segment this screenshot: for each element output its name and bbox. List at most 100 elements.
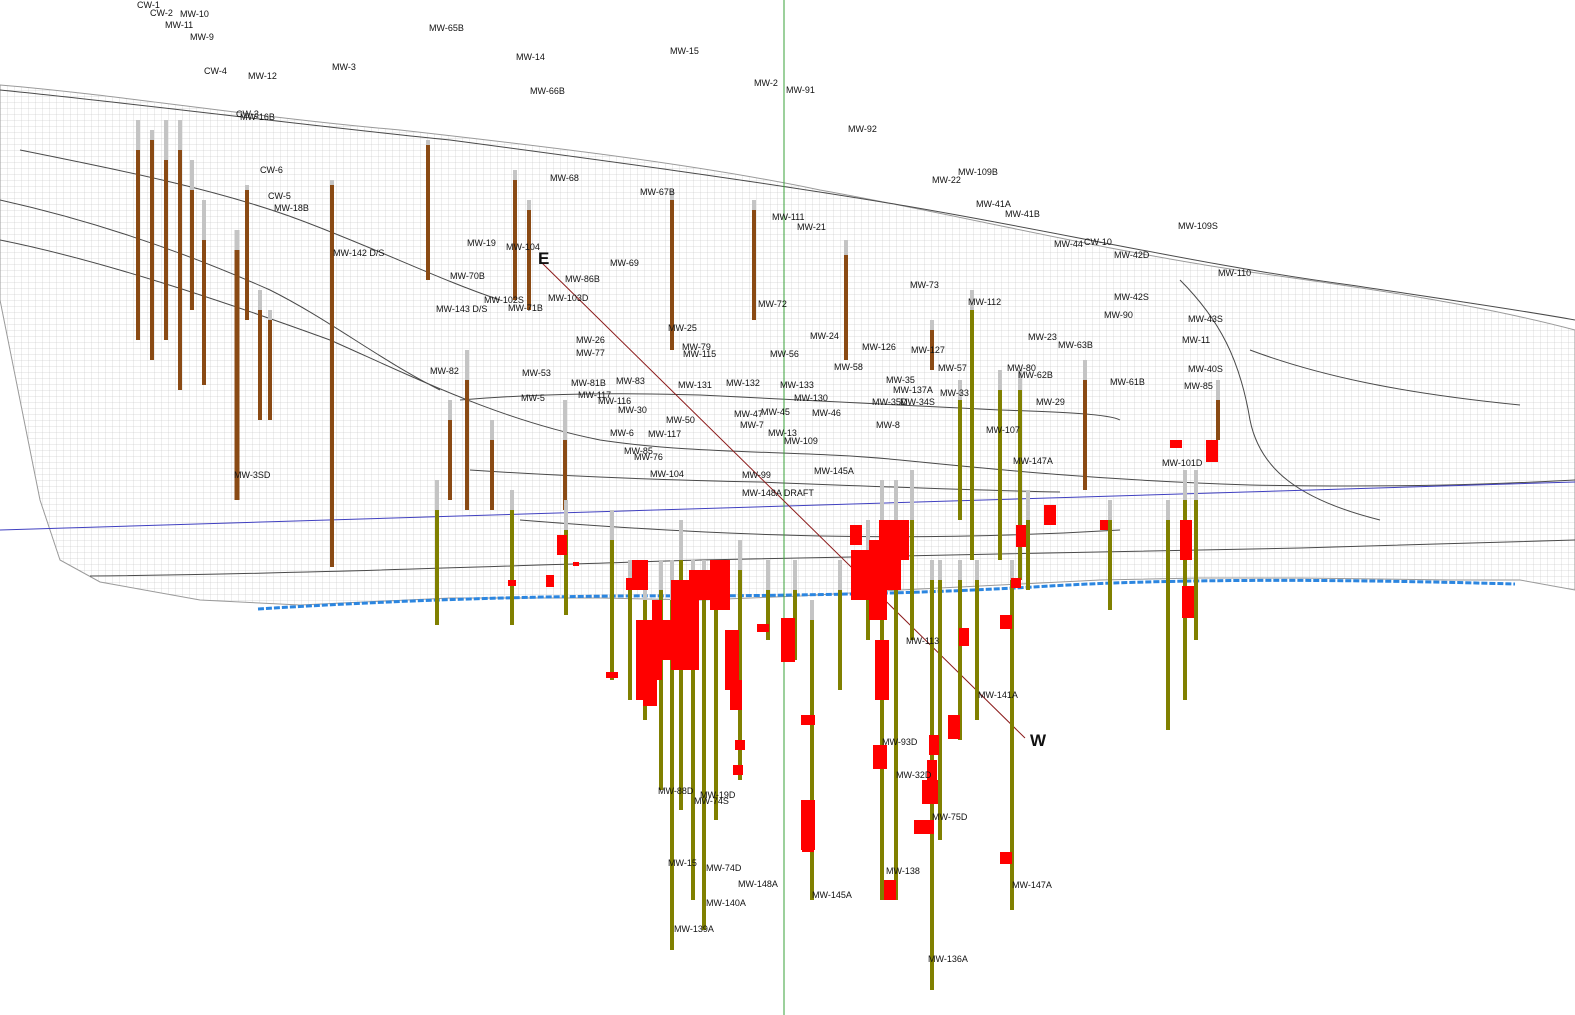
monitoring-well[interactable] bbox=[258, 290, 262, 420]
well-label[interactable]: MW-79 bbox=[682, 342, 711, 352]
monitoring-well[interactable] bbox=[435, 480, 439, 625]
well-label[interactable]: MW-126 bbox=[862, 342, 896, 352]
well-label[interactable]: MW-2 bbox=[754, 78, 778, 88]
well-label[interactable]: MW-117 bbox=[648, 429, 681, 439]
well-label[interactable]: MW-3SD bbox=[234, 470, 271, 480]
well-label[interactable]: MW-42D bbox=[1114, 250, 1150, 260]
monitoring-well[interactable] bbox=[426, 140, 430, 280]
monitoring-well[interactable] bbox=[330, 180, 334, 567]
well-label[interactable]: MW-58 bbox=[834, 362, 863, 372]
well-label[interactable]: MW-5 bbox=[521, 393, 545, 403]
well-label[interactable]: MW-145A bbox=[812, 890, 852, 900]
well-label[interactable]: MW-10 bbox=[180, 9, 209, 19]
monitoring-well[interactable] bbox=[998, 370, 1002, 560]
well-label[interactable]: MW-132 bbox=[726, 378, 760, 388]
well-label[interactable]: MW-61B bbox=[1110, 377, 1145, 387]
well-label[interactable]: MW-133 bbox=[780, 380, 814, 390]
well-label[interactable]: CW-3 bbox=[236, 109, 259, 119]
well-label[interactable]: MW-111 bbox=[772, 212, 805, 222]
well-label[interactable]: MW-116 bbox=[598, 396, 631, 406]
monitoring-well[interactable] bbox=[564, 500, 568, 615]
monitoring-well[interactable] bbox=[910, 470, 914, 640]
monitoring-well[interactable] bbox=[970, 290, 974, 560]
monitoring-well[interactable] bbox=[510, 490, 514, 625]
monitoring-well[interactable] bbox=[975, 560, 979, 720]
well-label[interactable]: MW-23 bbox=[1028, 332, 1057, 342]
well-label[interactable]: MW-45 bbox=[761, 407, 790, 417]
well-label[interactable]: MW-139A bbox=[674, 924, 714, 934]
well-label[interactable]: MW-62B bbox=[1018, 370, 1053, 380]
well-label[interactable]: MW-11 bbox=[165, 20, 193, 30]
well-label[interactable]: MW-80 bbox=[1007, 363, 1036, 373]
well-label[interactable]: MW-148A DRAFT bbox=[742, 488, 814, 498]
well-label[interactable]: MW-69 bbox=[610, 258, 639, 268]
well-label[interactable]: MW-76 bbox=[634, 452, 663, 462]
well-label[interactable]: MW-53 bbox=[522, 368, 551, 378]
well-label[interactable]: MW-75D bbox=[932, 812, 968, 822]
well-label[interactable]: MW-8 bbox=[876, 420, 900, 430]
well-label[interactable]: MW-41A bbox=[976, 199, 1011, 209]
well-label[interactable]: MW-68 bbox=[550, 173, 579, 183]
well-label[interactable]: MW-65B bbox=[429, 23, 464, 33]
well-label[interactable]: MW-33 bbox=[940, 388, 969, 398]
well-label[interactable]: MW-147A bbox=[1013, 456, 1053, 466]
monitoring-well[interactable] bbox=[1216, 380, 1220, 440]
well-label[interactable]: CW-6 bbox=[260, 165, 283, 175]
well-label[interactable]: MW-67B bbox=[640, 187, 675, 197]
well-label[interactable]: MW-21 bbox=[797, 222, 826, 232]
well-label[interactable]: CW-2 bbox=[150, 8, 173, 18]
well-label[interactable]: MW-127 bbox=[911, 345, 945, 355]
well-label[interactable]: MW-13 bbox=[768, 428, 797, 438]
monitoring-well[interactable] bbox=[513, 170, 517, 300]
monitoring-well[interactable] bbox=[738, 540, 742, 780]
monitoring-well[interactable] bbox=[670, 190, 674, 350]
well-label[interactable]: MW-142 D/S bbox=[333, 248, 384, 258]
well-label[interactable]: MW-81B bbox=[571, 378, 606, 388]
well-label[interactable]: MW-15 bbox=[670, 46, 699, 56]
monitoring-well[interactable] bbox=[202, 200, 206, 385]
well-label[interactable]: MW-101D bbox=[1162, 458, 1203, 468]
monitoring-well[interactable] bbox=[810, 600, 814, 900]
well-label[interactable]: MW-46 bbox=[812, 408, 841, 418]
well-label[interactable]: MW-56 bbox=[770, 349, 799, 359]
well-label[interactable]: MW-19 bbox=[467, 238, 496, 248]
well-label[interactable]: MW-93D bbox=[882, 737, 918, 747]
well-label[interactable]: MW-35D bbox=[872, 397, 908, 407]
well-label[interactable]: MW-30 bbox=[618, 405, 647, 415]
well-label[interactable]: MW-141A bbox=[978, 690, 1018, 700]
well-label[interactable]: MW-107 bbox=[986, 425, 1020, 435]
monitoring-well[interactable] bbox=[150, 130, 154, 360]
well-label[interactable]: MW-24 bbox=[810, 331, 839, 341]
well-label[interactable]: MW-43S bbox=[1188, 314, 1223, 324]
well-label[interactable]: MW-136A bbox=[928, 954, 968, 964]
monitoring-well[interactable] bbox=[930, 320, 934, 370]
well-label[interactable]: MW-109 bbox=[784, 436, 818, 446]
well-label[interactable]: MW-57 bbox=[938, 363, 967, 373]
well-label[interactable]: MW-74S bbox=[694, 796, 729, 806]
monitoring-well[interactable] bbox=[190, 160, 194, 310]
well-label[interactable]: MW-131 bbox=[678, 380, 712, 390]
well-label[interactable]: MW-143 D/S bbox=[436, 304, 487, 314]
well-label[interactable]: MW-138 bbox=[886, 866, 920, 876]
monitoring-well[interactable] bbox=[234, 230, 240, 500]
well-label[interactable]: MW-26 bbox=[576, 335, 605, 345]
monitoring-well[interactable] bbox=[894, 480, 898, 900]
monitoring-well[interactable] bbox=[1183, 470, 1187, 700]
monitoring-well[interactable] bbox=[178, 120, 182, 390]
well-label[interactable]: MW-88D bbox=[658, 786, 694, 796]
well-label[interactable]: MW-113 bbox=[906, 636, 939, 646]
well-label[interactable]: MW-3 bbox=[332, 62, 356, 72]
well-label[interactable]: MW-47 bbox=[734, 409, 763, 419]
well-label[interactable]: MW-15 bbox=[668, 858, 697, 868]
well-label[interactable]: MW-145A bbox=[814, 466, 854, 476]
well-label[interactable]: MW-34S bbox=[900, 397, 935, 407]
monitoring-well[interactable] bbox=[628, 560, 632, 700]
monitoring-well[interactable] bbox=[448, 400, 452, 500]
monitoring-well[interactable] bbox=[527, 200, 531, 310]
well-label[interactable]: CW-4 bbox=[204, 66, 227, 76]
well-label[interactable]: MW-25 bbox=[668, 323, 697, 333]
monitoring-well[interactable] bbox=[1026, 490, 1030, 590]
well-label[interactable]: CW-10 bbox=[1084, 237, 1112, 247]
well-label[interactable]: MW-18B bbox=[274, 203, 309, 213]
